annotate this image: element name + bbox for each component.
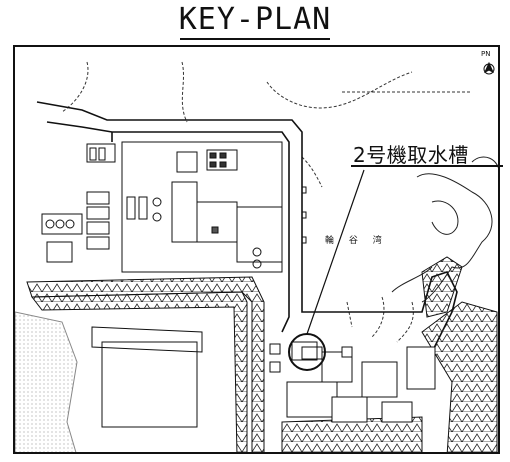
bay-label: 輪 谷 湾 bbox=[325, 236, 388, 246]
north-arrow-icon bbox=[483, 61, 495, 75]
intake-tank-label: 2号機取水槽 bbox=[353, 143, 469, 167]
key-plan-map bbox=[13, 45, 500, 454]
intake-callout bbox=[288, 169, 365, 371]
buildings bbox=[41, 141, 307, 273]
map-title: KEY-PLAN bbox=[178, 2, 332, 37]
lower-buildings bbox=[91, 326, 436, 428]
slopes bbox=[15, 256, 498, 452]
north-label: PN bbox=[481, 50, 491, 58]
title-underline bbox=[180, 38, 330, 40]
intake-label-underline bbox=[351, 165, 503, 167]
roads bbox=[61, 61, 472, 343]
site-plan-drawing bbox=[15, 61, 498, 452]
